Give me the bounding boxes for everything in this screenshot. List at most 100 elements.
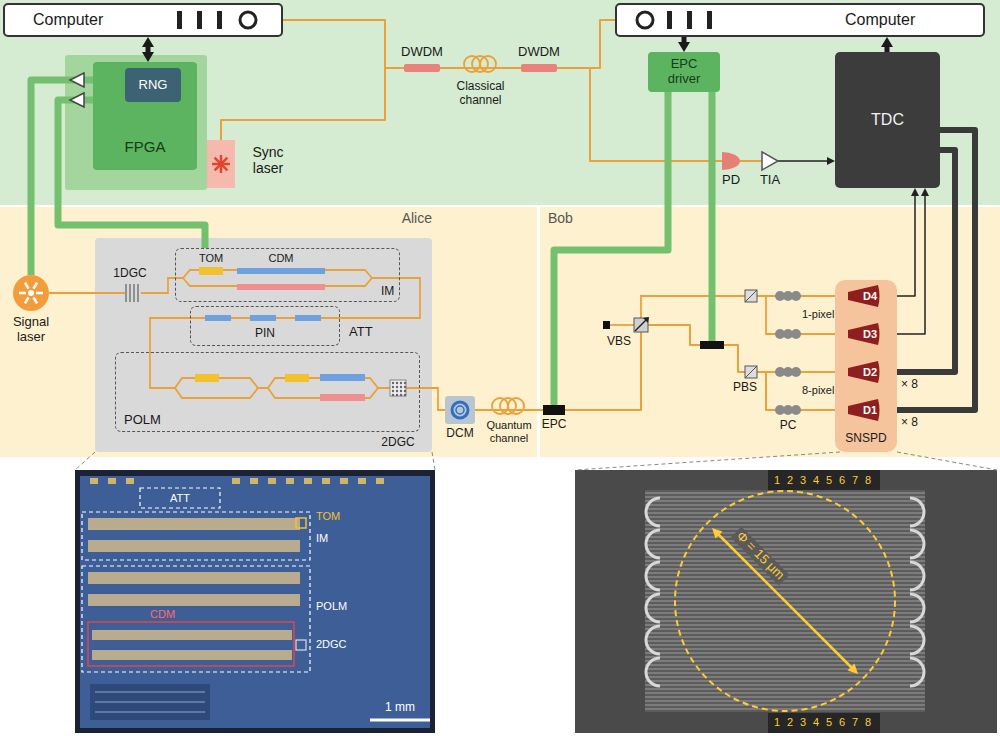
signal-laser-shape [13,275,49,311]
beam-splitter: VBS [634,318,648,332]
polarization-modulator-parts [195,374,365,401]
detector-shape [848,361,880,383]
node-label: D3 [863,328,877,341]
chip-micrograph [88,572,300,584]
tdc-box: TDC [835,52,940,188]
part-label: PC [780,419,797,433]
polarization-controller-coil [791,291,801,301]
pixel-number: 1 [774,474,780,487]
polarization-controller [700,341,724,349]
polarization-controller-coil [791,367,801,377]
grating-coupler-2d [396,390,398,392]
alice-band [0,207,537,457]
node-label: ATT [349,325,373,340]
computer-box-shape [637,12,653,28]
computer-box-shape [687,11,692,29]
detector-micrograph [716,532,854,670]
chip-micrograph [268,478,276,484]
detector-micrograph [768,713,880,733]
waveguide [141,270,420,398]
part-label: 2DGC [381,436,414,450]
chip-micrograph [90,478,384,484]
pixel-number: 8 [865,716,871,729]
fiber-coil [508,398,524,414]
beam-splitter [745,290,757,302]
beam-splitter-shape [745,366,757,378]
channel-label: Classical channel [442,80,520,108]
pixel-number: 3 [800,716,806,729]
beam-splitter-shape [634,318,648,332]
pixel-number: 4 [813,474,819,487]
dispersion-module-shape [452,402,468,418]
part-label: Bob [548,210,573,226]
connector [740,160,762,162]
chip-micrograph [92,630,292,640]
chip-micrograph [250,478,258,484]
node-label: Computer [845,11,915,29]
dwdm-filter: DWDM [404,64,440,72]
driver-symbol [70,93,84,107]
zoom-leader [897,452,997,470]
signal-laser: Signal laser [13,275,49,311]
node-label: TIA [760,173,780,188]
polarization-modulator-group: POLM [115,352,420,432]
fiber-terminator [603,321,610,329]
bob-band [540,207,1000,457]
node-label: TOM [199,252,223,265]
connector [565,332,641,410]
signal-laser-shape [19,292,26,295]
detector-micrograph [910,658,924,686]
part-label: × 8 [901,378,918,392]
chip-micrograph [90,478,98,484]
micrograph-label: IM [316,532,328,545]
detector-micrograph [910,562,924,590]
node-label: D1 [863,404,877,417]
zoom-leader [75,452,95,470]
grating-coupler-2d [392,390,394,392]
chip-micrograph [376,478,384,484]
chip-micrograph [88,622,294,666]
node-label: Computer [33,11,103,29]
part-label: 8-pixel [802,384,834,397]
chip-micrograph [88,518,300,530]
grating-coupler [137,284,139,302]
part-label: 1-pixel [802,308,834,321]
polarization-modulator-parts [195,374,219,382]
grating-coupler [125,284,127,302]
pixel-number: 5 [826,474,832,487]
chip-micrograph [358,478,366,484]
grating-coupler-2d [400,390,402,392]
pin-section [205,315,231,321]
beam-splitter [745,290,757,302]
micrograph-label: POLM [316,600,347,613]
sync-laser-shape [207,140,235,188]
detector-micrograph [646,658,660,686]
grating-coupler-2d [404,386,406,388]
node-label: POLM [124,413,161,428]
pixel-number: 6 [839,716,845,729]
pixel-number: 8 [865,474,871,487]
sync-laser-shape [207,140,235,188]
epc-driver-box: EPC driver [648,52,720,92]
micrograph-label: CDM [150,608,175,621]
signal-laser-shape [25,283,29,289]
node-label: D2 [863,366,877,379]
driver-symbol [70,73,84,87]
connector [554,92,668,405]
amplifier-shape [762,152,778,170]
waveguide [49,270,445,410]
chip-micrograph [126,478,134,484]
chip-micrograph [75,470,435,733]
polarization-modulator-parts [320,374,365,381]
detector-micrograph [712,528,723,539]
grating-coupler-2d [404,390,406,392]
micrograph-label: 2DGC [316,638,347,651]
signal-laser-shape [25,297,29,303]
beam-splitter-shape [635,319,647,331]
detector-shape [848,285,880,307]
dwdm-filter: DWDM [521,64,557,72]
computer-box-shape [217,11,222,29]
micrograph-label: TOM [316,510,340,523]
driver-symbol [70,73,84,107]
detector-micrograph [646,498,660,526]
